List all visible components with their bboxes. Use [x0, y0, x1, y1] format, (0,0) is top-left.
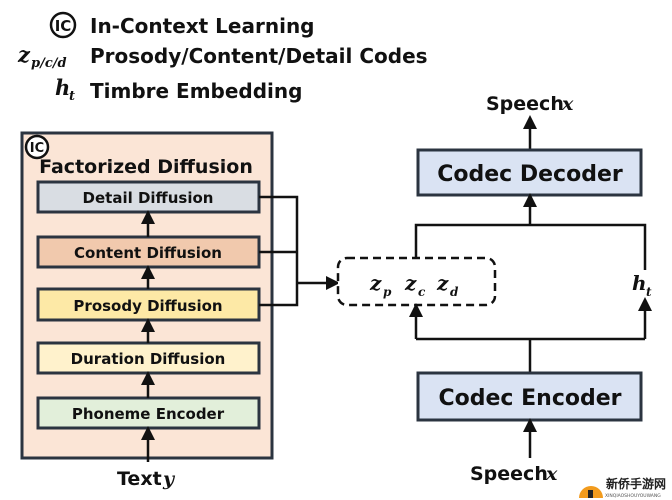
zp-symbol: z — [369, 271, 382, 295]
ht-subscript: t — [646, 285, 652, 299]
zc-subscript: c — [418, 285, 426, 299]
h-legend-symbol: h — [55, 75, 70, 100]
ht-symbol: h — [632, 271, 647, 295]
zd-subscript: d — [450, 285, 459, 299]
zc-symbol: z — [404, 271, 417, 295]
h-legend-label: Timbre Embedding — [90, 79, 302, 103]
content-diffusion-label: Content Diffusion — [74, 244, 222, 262]
ic-legend-label: In-Context Learning — [90, 14, 315, 38]
codec-encoder-label: Codec Encoder — [439, 386, 622, 411]
codes: z p z c z d — [369, 271, 459, 299]
decoder-input-lines — [414, 193, 647, 270]
z-legend-symbol: z — [17, 42, 31, 67]
factorized-title: Factorized Diffusion — [39, 156, 253, 178]
text-input-var: y — [162, 468, 176, 490]
factorized-diffusion-panel: IC Factorized Diffusion Detail Diffusion… — [20, 131, 274, 462]
phoneme-encoder-label: Phoneme Encoder — [72, 405, 225, 423]
zd-symbol: z — [436, 271, 449, 295]
duration-diffusion-label: Duration Diffusion — [71, 350, 226, 368]
codec-encoder-box — [416, 371, 643, 422]
watermark-text: 新侨手游网 — [606, 476, 666, 491]
speech-input-var: x — [545, 463, 558, 485]
legend: IC In-Context Learning z p/c/d Prosody/C… — [17, 11, 428, 104]
text-input-label: Text — [117, 468, 162, 490]
ic-legend-symbol: IC — [55, 17, 72, 35]
watermark-logo: 新侨手游网 XINQIAOSHOUYOUWANG — [576, 470, 672, 500]
ic-badge-text: IC — [30, 141, 44, 156]
codes-connector — [259, 195, 340, 307]
h-legend-subscript: t — [69, 89, 75, 104]
detail-diffusion-label: Detail Diffusion — [83, 189, 214, 207]
ic-legend-icon — [49, 11, 77, 39]
z-legend-label: Prosody/Content/Detail Codes — [90, 44, 428, 68]
ic-badge-icon — [24, 134, 50, 160]
encoder-output-lines — [409, 297, 652, 373]
prosody-diffusion-label: Prosody Diffusion — [73, 297, 222, 315]
watermark-subtext: XINQIAOSHOUYOUWANG — [605, 493, 661, 499]
codec-decoder-label: Codec Decoder — [437, 162, 623, 187]
codec-decoder-box — [416, 148, 643, 197]
speech-output-label: Speech — [486, 93, 564, 115]
speech-input-label: Speech — [470, 463, 548, 485]
codes-box — [336, 256, 497, 307]
z-legend-subscript: p/c/d — [31, 56, 67, 71]
zp-subscript: p — [383, 285, 392, 299]
speech-output-var: x — [561, 93, 574, 115]
